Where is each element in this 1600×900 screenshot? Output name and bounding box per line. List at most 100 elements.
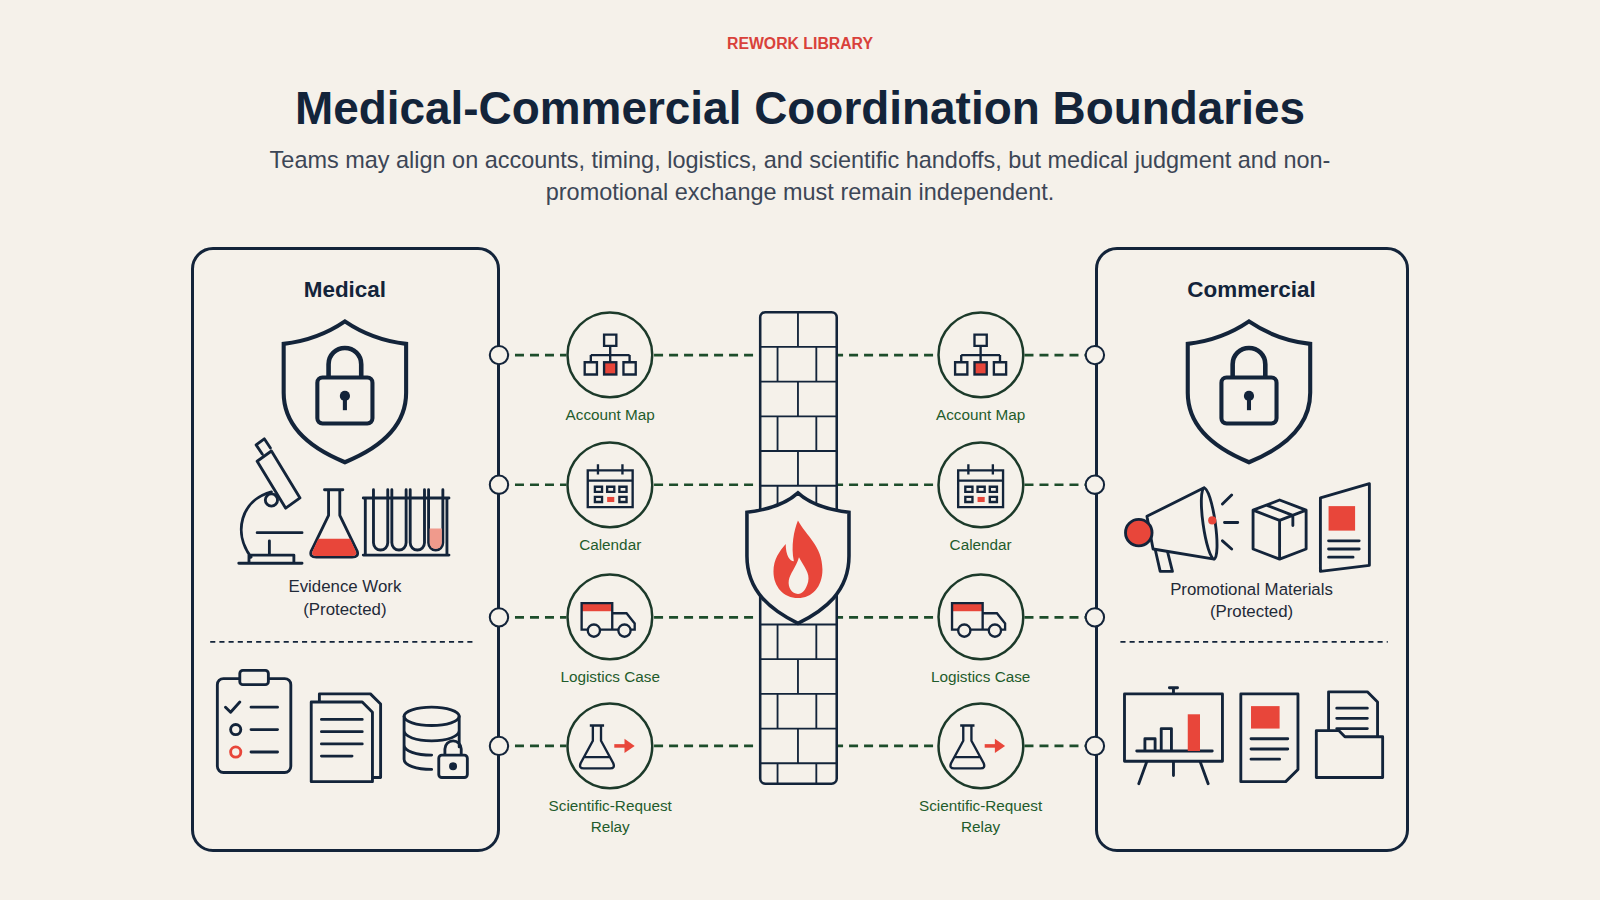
report-image (1251, 706, 1280, 728)
checklist-lines (226, 702, 278, 752)
box-icon (1253, 500, 1306, 559)
dashed-connector (500, 745, 566, 748)
microscope-tube (256, 439, 300, 508)
relay-icon (950, 726, 1005, 769)
circle-label: Calendar (534, 535, 687, 556)
terminal-dot (1086, 608, 1104, 626)
calendar-icon (958, 464, 1003, 507)
dashed-connector (1024, 745, 1094, 748)
megaphone-horn (1147, 488, 1214, 559)
circle-label: Calendar (904, 535, 1057, 556)
terminal-dot (490, 737, 508, 755)
header: REWORK LIBRARYMedical-Commercial Coordin… (0, 0, 1600, 230)
account-map-icon (585, 335, 636, 375)
firewall-shield (747, 493, 849, 624)
commercial-shield (1188, 321, 1310, 462)
relay-icon (580, 726, 635, 769)
circle-outline (938, 313, 1023, 398)
circle-label: Logistics Case (534, 667, 687, 688)
board-bar-red (1188, 714, 1200, 751)
handoff-circle: Calendar (937, 441, 1025, 529)
medical-shield (284, 321, 406, 462)
circle-outline-svg (937, 702, 1025, 790)
circle-outline-svg (937, 311, 1025, 399)
circle-outline (938, 442, 1023, 527)
firewall-flame-core (789, 557, 809, 594)
dashed-connector (1024, 354, 1094, 357)
megaphone-mouth (1198, 487, 1220, 559)
medical-illustrations (217, 439, 467, 782)
folder-paper-lines (1337, 708, 1368, 728)
dashed-connector (500, 616, 566, 619)
dashed-connector (654, 745, 937, 748)
clipboard (217, 679, 290, 773)
dashed-connector (654, 483, 937, 486)
dashed-connector (654, 616, 937, 619)
megaphone-back (1126, 519, 1153, 546)
calendar-icon (588, 464, 633, 507)
database-body (404, 716, 459, 769)
circle-label: Scientific-Request Relay (904, 796, 1057, 837)
database-lock-shackle (445, 741, 461, 755)
dashed-connector (654, 354, 937, 357)
circle-label: Account Map (904, 405, 1057, 426)
diagram-caption: Teams may align on accounts, timing, log… (244, 145, 1356, 208)
circle-label: Scientific-Request Relay (534, 796, 687, 837)
brochure (1320, 484, 1369, 572)
terminal-dots (490, 346, 1104, 755)
brochure-lines (1329, 541, 1360, 557)
database-keyhole (451, 764, 456, 769)
document-lines (321, 719, 362, 756)
board-bars (1137, 729, 1213, 751)
terminal-dot (1086, 346, 1104, 364)
handoff-circle: Logistics Case (566, 573, 654, 661)
circle-outline-svg (937, 573, 1025, 661)
checklist-dot (231, 724, 241, 734)
circle-outline-svg (937, 441, 1025, 529)
terminal-dot (1086, 476, 1104, 494)
clipboard-clip (240, 670, 269, 684)
terminal-dot (490, 476, 508, 494)
circle-outline-svg (566, 441, 654, 529)
dashed-connector (1024, 616, 1094, 619)
dashed-connector (500, 354, 566, 357)
panel-heading: Medical (202, 275, 488, 305)
document-front (311, 702, 372, 782)
folder-paper (1329, 692, 1378, 743)
sound-lines (1222, 495, 1237, 549)
database-lock (439, 755, 468, 777)
folder-front (1316, 731, 1382, 778)
circle-outline-svg (566, 573, 654, 661)
circle-outline (568, 575, 653, 660)
circle-label: Account Map (534, 405, 687, 426)
dashed-connector (500, 483, 566, 486)
checklist-dot-red (231, 747, 241, 757)
account-map-icon (955, 335, 1006, 375)
handoff-circle: Account Map (937, 311, 1025, 399)
panel-note: Promotional Materials (Protected) (1149, 579, 1353, 624)
handoff-circle: Scientific-Request Relay (937, 702, 1025, 790)
circle-outline-svg (566, 702, 654, 790)
circle-outline (568, 704, 653, 789)
panel-note: Evidence Work (Protected) (263, 576, 426, 621)
circle-outline (938, 704, 1023, 789)
diagram-title: Medical-Commercial Coordination Boundari… (35, 78, 1566, 140)
dashed-connector (1024, 483, 1094, 486)
report-lines (1251, 739, 1288, 759)
terminal-dot (1086, 737, 1104, 755)
handoff-circle: Account Map (566, 311, 654, 399)
microscope-knob (265, 494, 277, 506)
circle-outline (568, 313, 653, 398)
handoff-circle: Calendar (566, 441, 654, 529)
panel-separator (210, 641, 476, 643)
commercial-illustrations (1124, 484, 1382, 784)
firewall-flame (773, 520, 822, 598)
document-back (319, 694, 380, 778)
megaphone-handle (1155, 549, 1172, 571)
circle-label: Logistics Case (904, 667, 1057, 688)
firewall-bricks (760, 312, 837, 783)
megaphone-dot (1208, 516, 1216, 524)
